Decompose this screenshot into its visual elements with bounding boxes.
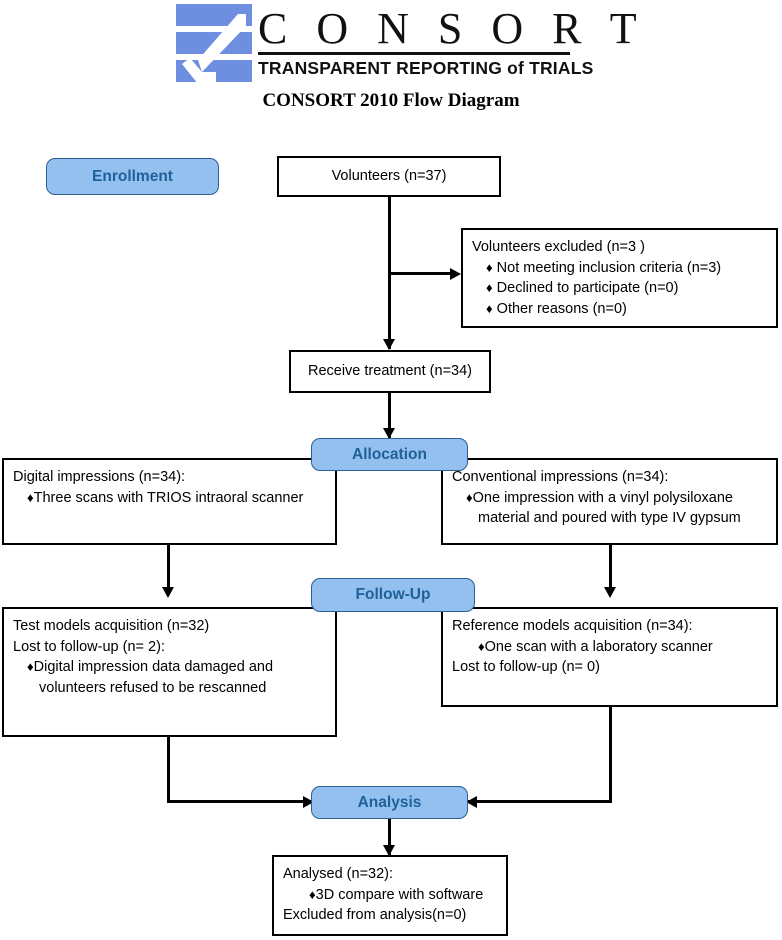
test-models-item-text: Digital impression data damaged and [33, 659, 274, 676]
reference-models-title: Reference models acquisition (n=34): [452, 618, 693, 634]
bullet-icon: ♦ [27, 489, 34, 505]
box-digital-impressions-body: Digital impressions (n=34): ♦Three scans… [4, 460, 335, 515]
box-receive-treatment: Receive treatment (n=34) [289, 350, 491, 393]
arrowhead-analysis-right [466, 796, 477, 808]
conventional-impressions-item: ♦One impression with a vinyl polysiloxan… [452, 488, 767, 509]
test-models-item: ♦Digital impression data damaged and [13, 657, 326, 678]
bullet-icon: ♦ [309, 886, 316, 902]
analysed-item-text: 3D compare with software [315, 886, 484, 903]
stage-label-followup-text: Follow-Up [355, 586, 431, 603]
connector-test-models-to-analysis [166, 800, 312, 803]
arrowhead-to-allocation [382, 428, 395, 439]
conventional-impressions-item-text: One impression with a vinyl polysiloxane [472, 489, 733, 506]
stage-label-enrollment: Enrollment [46, 158, 219, 195]
box-test-models-body: Test models acquisition (n=32) Lost to f… [4, 609, 335, 705]
box-volunteers: Volunteers (n=37) [277, 156, 501, 197]
test-models-subtitle: Lost to follow-up (n= 2): [13, 638, 165, 655]
checkmark-icon [182, 14, 246, 84]
box-reference-models-body: Reference models acquisition (n=34): ♦On… [443, 609, 776, 685]
bullet-icon: ♦ [486, 280, 493, 296]
stage-label-analysis-text: Analysis [357, 793, 422, 811]
stage-label-analysis: Analysis [311, 786, 468, 819]
bullet-icon: ♦ [486, 300, 493, 316]
box-volunteers-title: Volunteers (n=37) [331, 168, 447, 185]
bullet-icon: ♦ [466, 489, 473, 505]
bullet-icon: ♦ [27, 659, 34, 675]
digital-impressions-item-text: Three scans with TRIOS intraoral scanner [33, 489, 304, 506]
connector-analysis-to-analysed [387, 819, 391, 857]
conventional-impressions-title: Conventional impressions (n=34): [452, 469, 669, 485]
digital-impressions-item: ♦Three scans with TRIOS intraoral scanne… [13, 488, 326, 509]
test-models-continuation: volunteers refused to be rescanned [39, 679, 267, 696]
arrowhead-to-test-models [161, 587, 174, 598]
arrowhead-to-excluded [450, 267, 461, 280]
conventional-impressions-continuation: material and poured with type IV gypsum [478, 510, 741, 527]
box-analysed: Analysed (n=32): ♦3D compare with softwa… [272, 855, 508, 936]
connector-reference-models-to-analysis [468, 800, 611, 803]
test-models-title: Test models acquisition (n=32) [13, 618, 210, 634]
excluded-title: Volunteers excluded (n=3 ) [472, 239, 645, 255]
box-receive-treatment-body: Receive treatment (n=34) [299, 354, 481, 389]
stage-label-allocation: Allocation [311, 438, 468, 471]
stage-label-allocation-text: Allocation [352, 445, 427, 463]
connector-conventional-to-reference [608, 545, 612, 595]
box-conventional-impressions: Conventional impressions (n=34): ♦One im… [441, 458, 778, 545]
box-conventional-impressions-body: Conventional impressions (n=34): ♦One im… [443, 460, 776, 536]
reference-models-item: ♦One scan with a laboratory scanner [452, 637, 767, 658]
connector-digital-to-test [166, 545, 170, 595]
arrowhead-to-analysed [382, 845, 395, 856]
wordmark-divider [258, 52, 570, 55]
bullet-icon: ♦ [486, 259, 493, 275]
excluded-item: ♦ Other reasons (n=0) [472, 299, 767, 320]
analysed-title: Analysed (n=32): [283, 866, 394, 882]
bullet-icon: ♦ [478, 638, 485, 654]
page-title: CONSORT 2010 Flow Diagram [262, 90, 520, 111]
box-volunteers-excluded-body: Volunteers excluded (n=3 ) ♦ Not meeting… [463, 230, 776, 326]
reference-models-item-text: One scan with a laboratory scanner [484, 638, 713, 655]
box-digital-impressions: Digital impressions (n=34): ♦Three scans… [2, 458, 337, 545]
arrowhead-to-reference-models [603, 587, 616, 598]
digital-impressions-title: Digital impressions (n=34): [13, 469, 186, 485]
stage-label-followup: Follow-Up [311, 578, 475, 612]
box-volunteers-excluded: Volunteers excluded (n=3 ) ♦ Not meeting… [461, 228, 778, 328]
excluded-item-text: Declined to participate (n=0) [496, 280, 679, 297]
connector-reference-models-down [608, 707, 612, 803]
consort-tagline: TRANSPARENT REPORTING of TRIALS [258, 58, 594, 78]
arrowhead-to-receive-treatment [382, 339, 395, 350]
analysed-item: ♦3D compare with software [283, 885, 497, 906]
box-receive-treatment-title: Receive treatment (n=34) [307, 363, 472, 380]
connector-to-excluded [387, 272, 452, 275]
consort-wordmark: C O N S O R T [258, 4, 646, 53]
excluded-item-text: Not meeting inclusion criteria (n=3) [496, 259, 722, 276]
box-reference-models: Reference models acquisition (n=34): ♦On… [441, 607, 778, 707]
reference-models-footer: Lost to follow-up (n= 0) [452, 659, 600, 676]
analysed-footer: Excluded from analysis(n=0) [283, 907, 467, 924]
consort-logo [176, 2, 252, 84]
excluded-item: ♦ Declined to participate (n=0) [472, 278, 767, 299]
box-analysed-body: Analysed (n=32): ♦3D compare with softwa… [274, 857, 506, 933]
arrowhead-analysis-left [303, 796, 314, 808]
stage-label-enrollment-text: Enrollment [92, 167, 173, 185]
excluded-item-text: Other reasons (n=0) [496, 300, 627, 317]
box-volunteers-body: Volunteers (n=37) [323, 159, 456, 194]
connector-test-models-down [166, 737, 170, 803]
box-test-models: Test models acquisition (n=32) Lost to f… [2, 607, 337, 737]
connector-treatment-to-allocation [387, 393, 391, 438]
excluded-item: ♦ Not meeting inclusion criteria (n=3) [472, 258, 767, 279]
